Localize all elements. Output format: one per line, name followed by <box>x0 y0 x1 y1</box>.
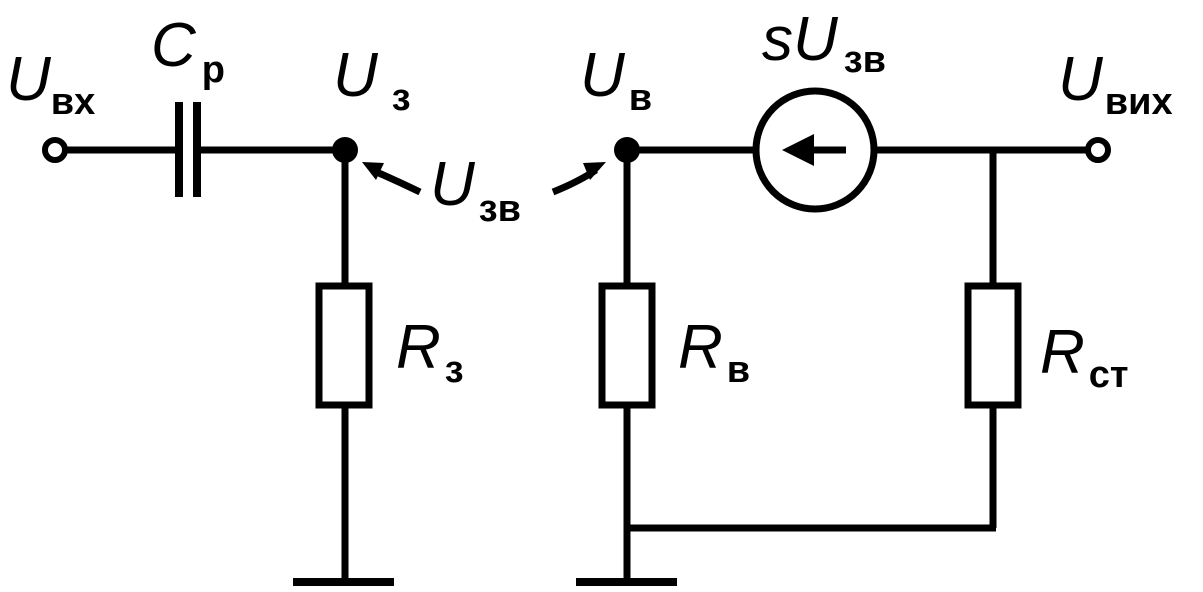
gate-resistor <box>315 282 373 409</box>
input-terminal <box>42 137 68 163</box>
source-voltage-arrow <box>551 162 606 196</box>
current-source <box>752 87 878 213</box>
gate-voltage-arrow <box>362 162 422 196</box>
load-resistor <box>964 282 1022 409</box>
current-source-arrow-head <box>782 134 814 166</box>
output-terminal <box>1085 137 1111 163</box>
output-voltage-label: Uвих <box>1058 45 1173 123</box>
source-resistor <box>598 282 656 409</box>
input-voltage-label: Uвх <box>6 45 95 123</box>
coupling-capacitor <box>175 102 201 197</box>
